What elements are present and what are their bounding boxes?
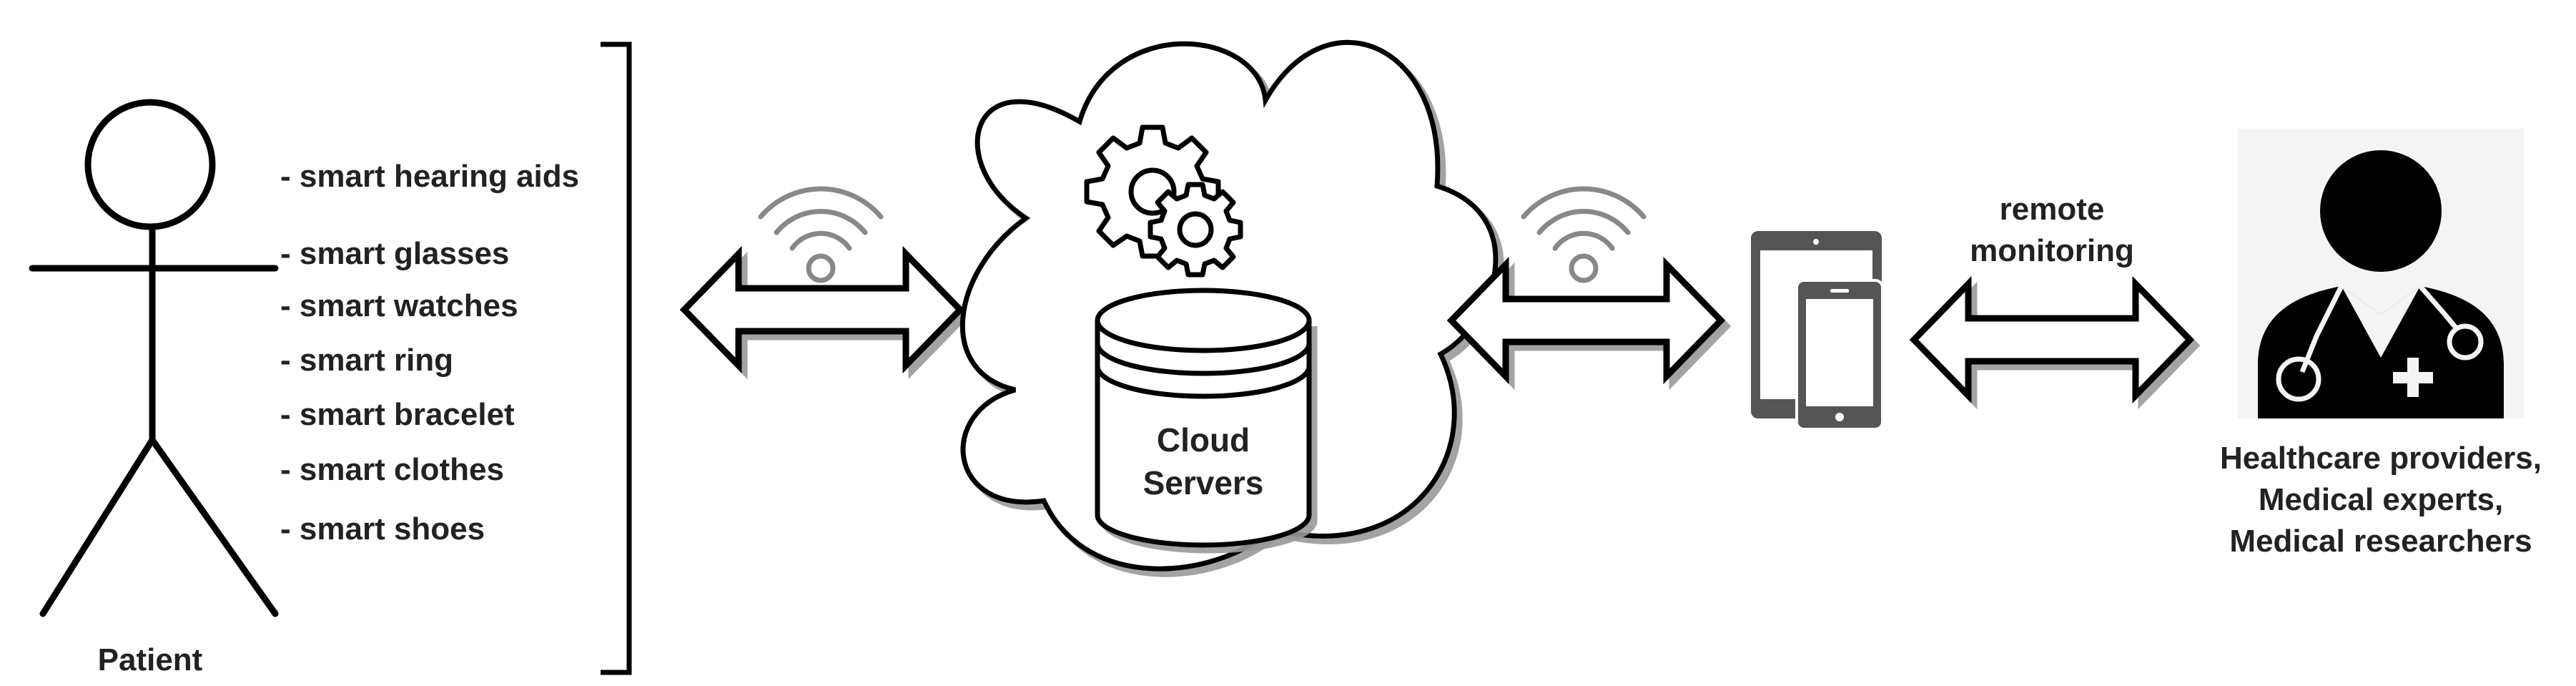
wifi-icon [1521,186,1647,283]
remote-monitoring-label: remote monitoring [1938,189,2166,272]
wifi-icon [758,186,884,283]
device-list-item: - smart bracelet [280,397,515,432]
providers-label-line: Medical experts, [2258,482,2504,517]
device-list-item: - smart ring [280,343,454,378]
providers-label: Healthcare providers, Medical experts, M… [2191,438,2570,562]
device-list-item: - smart watches [280,288,518,323]
double-arrow-icon [679,245,965,374]
patient-stick-figure-icon [29,99,279,617]
device-list-item: - smart hearing aids [280,159,580,194]
device-list-item: - smart shoes [280,511,485,547]
cloud-servers-label: Cloud Servers [1125,418,1282,504]
device-list-bracket [601,41,632,675]
patient-label: Patient [97,642,203,677]
cloud-label-line: Cloud [1156,421,1250,459]
tablet-phone-icon [1751,231,1884,431]
providers-label-line: Healthcare providers, [2220,441,2542,476]
device-list-item: - smart clothes [280,452,504,487]
providers-label-line: Medical researchers [2229,524,2532,559]
cloud-label-line: Servers [1143,464,1264,501]
device-list-item: - smart glasses [280,236,510,271]
double-arrow-icon [1909,275,2195,404]
link-label-line: remote [1999,192,2105,227]
link-label-line: monitoring [1970,233,2134,268]
gear-icon [1084,124,1243,278]
double-arrow-icon [1446,256,1726,385]
doctor-icon [2238,129,2524,418]
database-icon [1095,288,1312,548]
